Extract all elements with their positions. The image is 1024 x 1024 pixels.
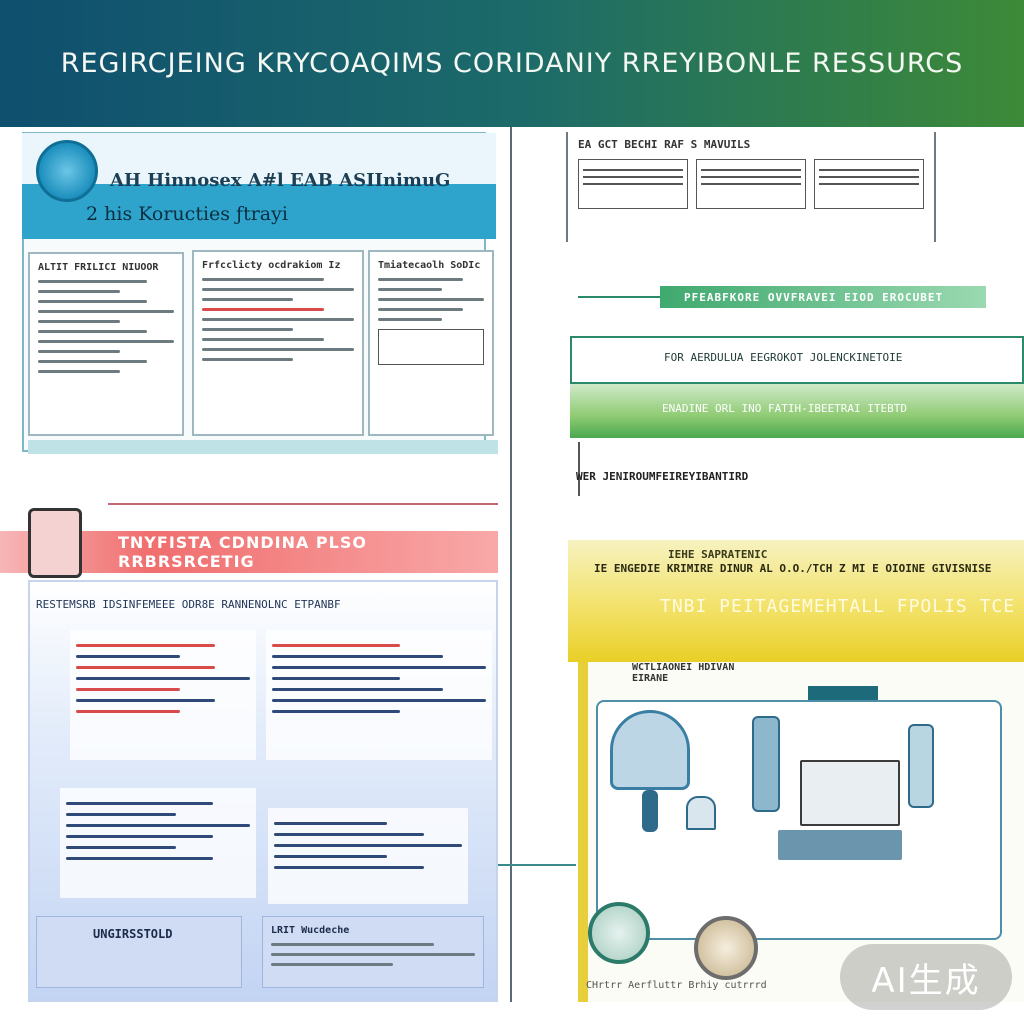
illustration-title: WCTLIAONEI HDIVAN EIRANE xyxy=(632,662,735,684)
green-bar-label: PFEABFKORE OVVFRAVEI EIOD EROCUBET xyxy=(684,290,944,304)
cylinder-unit-icon xyxy=(908,724,934,808)
right-top-title: EA GCT BECHI RAF S MAVUILS xyxy=(578,138,751,151)
left-banner-subheading: 2 his Koructies ƒtrayi xyxy=(86,203,288,225)
green-landscape-band: ENADINE ORL INO FATIH-IBEETRAI ITEBTD xyxy=(570,384,1024,438)
document-card-title: Frfcclicty ocdrakiom Iz xyxy=(202,260,341,271)
vessel-icon xyxy=(686,796,716,830)
document-box xyxy=(378,329,484,365)
text-lines xyxy=(271,943,475,966)
document-text-lines xyxy=(202,278,354,361)
center-divider xyxy=(510,127,512,1002)
right-top-columns xyxy=(578,159,924,209)
green-band-label: ENADINE ORL INO FATIH-IBEETRAI ITEBTD xyxy=(662,402,908,415)
blue-text-block-4 xyxy=(268,808,468,904)
blue-text-block-2 xyxy=(266,630,492,760)
right-top-panel: EA GCT BECHI RAF S MAVUILS xyxy=(566,132,936,242)
ribbon-icon xyxy=(808,686,878,700)
blue-text-block-1 xyxy=(70,630,256,760)
machine-icon xyxy=(28,508,82,578)
footer-right-title: LRIT Wucdeche xyxy=(271,925,350,936)
water-machine-icon xyxy=(610,710,690,790)
ai-generated-watermark: AI生成 xyxy=(840,944,1012,1010)
column-unit-icon xyxy=(752,716,780,812)
text-lines xyxy=(274,822,462,869)
left-top-banner xyxy=(22,133,496,239)
right-frame-label: FOR AERDULUA EEGROKOT JOLENCKINETOIE xyxy=(664,351,903,364)
blue-footer-right: LRIT Wucdeche xyxy=(262,916,484,988)
document-text-lines xyxy=(38,280,174,373)
yellow-heading: IEHE SAPRATENIC xyxy=(668,548,768,561)
text-lines xyxy=(76,644,250,713)
red-banner-label: TNYFISTA CDNDINA PLSO RRBRSRCETIG xyxy=(118,533,367,571)
connector-line xyxy=(498,864,576,866)
page-header: REGIRCJEING KRYCOAQIMS CORIDANIY RREYIBO… xyxy=(0,0,1024,127)
document-card-1: ALTIT FRILICI NIUOOR xyxy=(28,252,184,436)
blue-footer-left: UNGIRSSTOLD xyxy=(36,916,242,988)
illustration-caption: CHrtrr Aerfluttr Brhiy cutrrrd xyxy=(586,980,767,991)
globe-logo-icon xyxy=(36,140,98,202)
connector-line xyxy=(578,296,660,298)
facility-building-icon xyxy=(800,760,900,826)
seal-badge-icon xyxy=(588,902,650,964)
yellow-section-panel: IEHE SAPRATENIC IE ENGEDIE KRIMIRE DINUR… xyxy=(568,540,1024,662)
watermark-label: AI生成 xyxy=(871,960,981,1001)
machine-stand-icon xyxy=(642,790,658,832)
page-title: REGIRCJEING KRYCOAQIMS CORIDANIY RREYIBO… xyxy=(60,48,964,79)
teal-strip xyxy=(28,440,498,454)
yellow-subheading: IE ENGEDIE KRIMIRE DINUR AL O.O./TCH Z M… xyxy=(594,562,992,575)
red-section-banner: TNYFISTA CDNDINA PLSO RRBRSRCETIG xyxy=(0,531,498,573)
document-text-lines xyxy=(378,278,484,321)
yellow-title: TNBI PEITAGEMEHTALL FPOLIS TCE xyxy=(660,596,1016,617)
facility-base-icon xyxy=(778,830,902,860)
blue-text-block-3 xyxy=(60,788,256,898)
text-lines xyxy=(66,802,250,860)
document-card-2: Frfcclicty ocdrakiom Iz xyxy=(192,250,364,436)
right-note: WER JENIROUMFEIREYIBANTIRD xyxy=(576,470,749,483)
document-card-title: Tmiatecaolh SoDIc xyxy=(378,260,481,271)
green-section-bar: PFEABFKORE OVVFRAVEI EIOD EROCUBET xyxy=(660,286,986,308)
document-card-title: ALTIT FRILICI NIUOOR xyxy=(38,262,159,273)
left-banner-heading: AH Hinnosex A#l EAB ASIInimuG xyxy=(110,170,451,191)
footer-left-title: UNGIRSSTOLD xyxy=(93,927,173,941)
right-frame: FOR AERDULUA EEGROKOT JOLENCKINETOIE xyxy=(570,336,1024,384)
connector-line xyxy=(578,442,580,496)
seal-badge-icon xyxy=(694,916,758,980)
divider-rule xyxy=(108,503,498,505)
document-card-3: Tmiatecaolh SoDIc xyxy=(368,250,494,436)
text-lines xyxy=(272,644,486,713)
blue-panel-subtitle: RESTEMSRB IDSINFEMEEE ODR8E RANNENOLNC E… xyxy=(36,598,341,611)
illustration-frame xyxy=(596,700,1002,940)
